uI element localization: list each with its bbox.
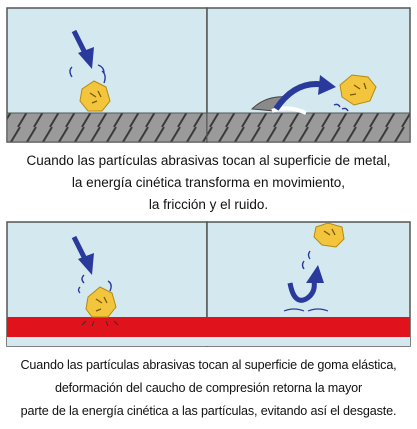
rubber-diagram-svg (6, 221, 411, 347)
curved-arrow-icon (273, 75, 336, 111)
top-caption-line-3: la fricción y el ruido. (148, 197, 269, 212)
top-caption-line-2: la energía cinética transforma en movimi… (71, 175, 346, 190)
deformation-lines-icon (81, 320, 119, 327)
bottom-caption: Cuando las partículas abrasivas tocan al… (0, 354, 417, 423)
top-caption: Cuando las partículas abrasivas tocan al… (0, 150, 417, 216)
down-arrow-icon (71, 29, 94, 69)
motion-lines-right-icon (333, 103, 349, 112)
bottom-caption-line-2: deformación del caucho de compresión ret… (54, 381, 363, 395)
motion-lines-rebound-icon (301, 250, 311, 270)
metal-surface-right (206, 112, 411, 143)
metal-diagram-svg (6, 7, 411, 143)
rubber-base-right (207, 337, 410, 346)
rebound-arrow-icon (287, 265, 324, 303)
top-caption-line-1: Cuando las partículas abrasivas tocan al… (26, 153, 391, 168)
impact-lines-icon (283, 308, 329, 312)
particle-bottom-icon (85, 286, 117, 318)
metal-diagram (6, 7, 411, 143)
bottom-caption-line-1: Cuando las partículas abrasivas tocan al… (20, 358, 397, 372)
motion-lines-bottom-icon (77, 274, 112, 294)
rubber-surface-left (7, 317, 207, 337)
particle-right-icon (339, 74, 377, 106)
particle-icon (79, 80, 111, 112)
rubber-base-left (7, 337, 207, 346)
rubber-diagram (6, 221, 411, 347)
down-arrow-bottom-icon (71, 235, 94, 275)
motion-lines-icon (69, 64, 106, 84)
metal-surface-left (6, 112, 208, 143)
rubber-surface-right (207, 317, 410, 337)
particle-rebound-icon (313, 222, 345, 248)
bottom-caption-line-3: parte de la energía cinética a las partí… (20, 404, 397, 418)
